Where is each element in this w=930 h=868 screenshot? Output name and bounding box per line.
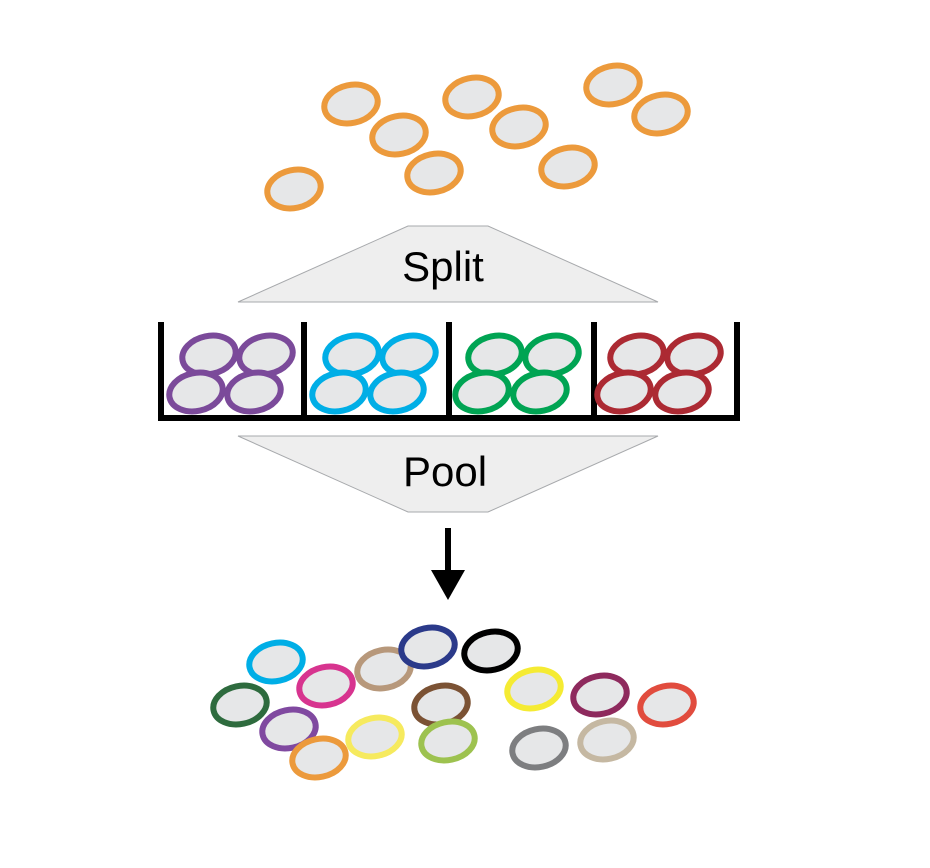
split-funnel: Split (237, 225, 659, 303)
pooled-bead (345, 714, 405, 760)
input-bead (631, 91, 691, 137)
well-bead-green (510, 369, 570, 415)
well-bead-purple (166, 369, 226, 415)
input-bead (442, 74, 502, 120)
input-bead (321, 81, 381, 127)
well-bead-cyan (367, 369, 427, 415)
pooled-bead (398, 624, 458, 670)
pooled-bead (246, 639, 306, 685)
pooled-bead (509, 725, 569, 771)
down-arrow-icon (431, 528, 465, 600)
input-bead (538, 144, 598, 190)
pooled-bead (259, 706, 319, 752)
pooled-bead (210, 682, 270, 728)
pooled-bead (418, 718, 478, 764)
input-beads-group (264, 62, 691, 212)
split-funnel-shape (237, 225, 659, 303)
pool-funnel-shape (237, 435, 659, 513)
pooled-bead (577, 717, 637, 763)
input-bead (404, 150, 464, 196)
well-beads-group (166, 332, 724, 415)
pooled-beads-group (210, 624, 697, 781)
pooled-bead (570, 672, 630, 718)
well-bead-purple (224, 369, 284, 415)
input-bead (583, 62, 643, 108)
pooled-bead (296, 663, 356, 709)
well-bead-cyan (309, 369, 369, 415)
pooled-bead (289, 735, 349, 781)
pool-funnel: Pool (237, 435, 659, 513)
well-tray (158, 322, 740, 421)
well-bead-red (594, 369, 654, 415)
input-bead (369, 112, 429, 158)
pool-label: Pool (403, 448, 487, 495)
split-label: Split (402, 243, 484, 290)
input-bead (264, 166, 324, 212)
input-bead (489, 104, 549, 150)
pooled-bead (504, 666, 564, 712)
pooled-bead (637, 682, 697, 728)
well-bead-green (452, 369, 512, 415)
pooled-bead (461, 628, 521, 674)
well-bead-red (652, 369, 712, 415)
